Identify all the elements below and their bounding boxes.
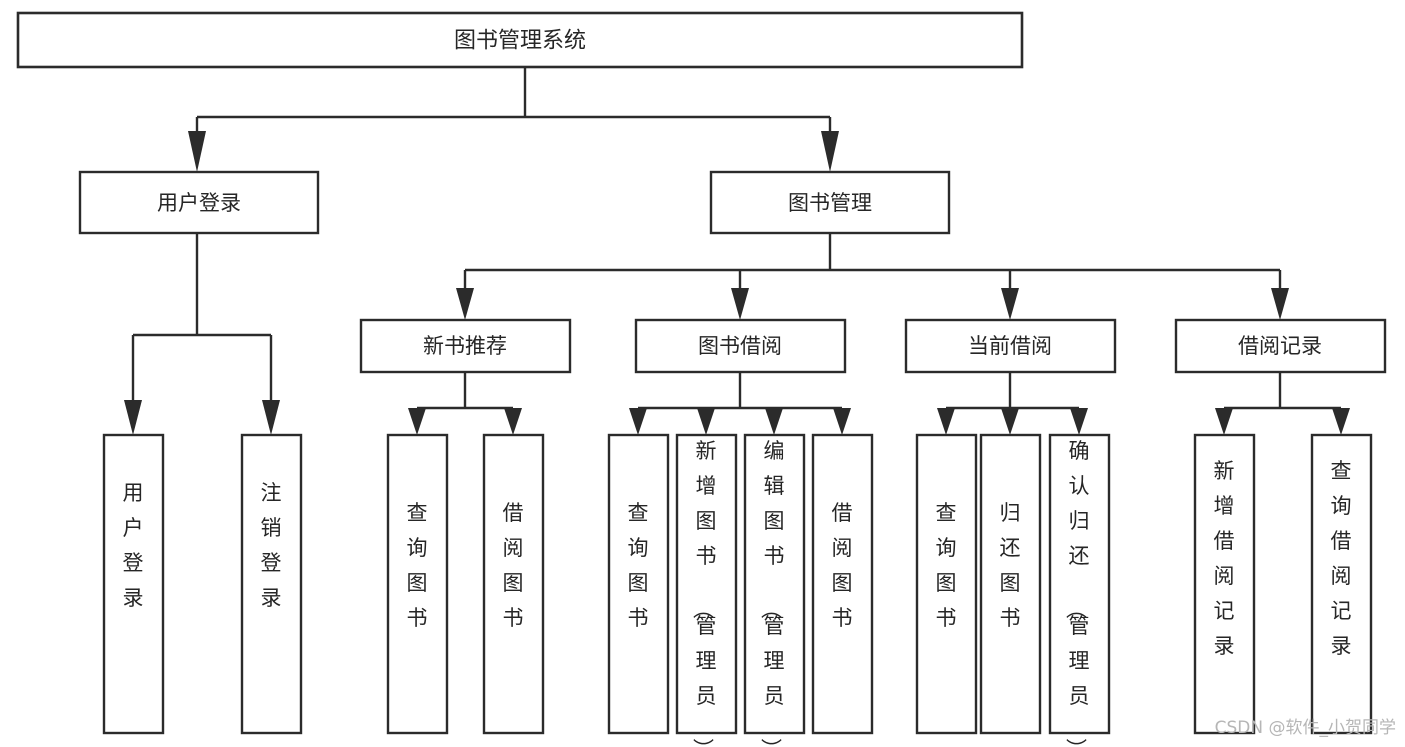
leaf-current-confirm-label: 确认归还（管理员） <box>1064 439 1090 747</box>
node-root-label: 图书管理系统 <box>454 29 586 54</box>
node-user-login-box[interactable] <box>78 170 320 235</box>
leaf-node[interactable]: 借阅图书 <box>482 433 545 735</box>
leaf-user-login-box[interactable] <box>102 433 165 735</box>
arrowhead-recommend-leaf-2 <box>504 408 522 435</box>
leaf-node[interactable]: 归还图书 <box>979 433 1042 735</box>
node-new-book-recommend[interactable]: 新书推荐 <box>359 318 572 374</box>
leaf-node[interactable]: 用户登录 <box>102 433 165 735</box>
leaf-node[interactable]: 确认归还（管理员） <box>1048 433 1111 747</box>
leaf-recommend-borrow-box[interactable] <box>482 433 545 735</box>
leaf-recommend-query-box[interactable] <box>386 433 449 735</box>
node-new-book-recommend-box[interactable] <box>359 318 572 374</box>
leaf-logout-box[interactable] <box>240 433 303 735</box>
arrowhead-book-manage <box>821 131 839 172</box>
arrowhead-user-login <box>188 131 206 172</box>
arrowhead-borrow-leaf-2 <box>697 408 715 435</box>
node-book-manage[interactable]: 图书管理 <box>709 170 951 235</box>
leaf-record-query-box[interactable] <box>1310 433 1373 735</box>
leaf-node[interactable]: 查询图书 <box>607 433 670 735</box>
node-root[interactable]: 图书管理系统 <box>16 11 1024 69</box>
leaf-borrow-lend-label: 借阅图书 <box>832 501 853 630</box>
leaf-current-return-label: 归还图书 <box>1000 501 1021 630</box>
node-current-borrow-box[interactable] <box>904 318 1117 374</box>
arrowhead-book-borrow <box>731 288 749 320</box>
arrowhead-borrow-leaf-4 <box>833 408 851 435</box>
arrowhead-current-borrow <box>1001 288 1019 320</box>
leaf-borrow-query-box[interactable] <box>607 433 670 735</box>
node-current-borrow-label: 当前借阅 <box>968 334 1052 358</box>
node-book-manage-label: 图书管理 <box>788 191 872 215</box>
node-root-box[interactable] <box>16 11 1024 69</box>
arrowhead-new-book-recommend <box>456 288 474 320</box>
node-book-borrow-label: 图书借阅 <box>698 334 782 358</box>
node-borrow-record-label: 借阅记录 <box>1238 334 1322 358</box>
node-book-borrow[interactable]: 图书借阅 <box>634 318 847 374</box>
leaf-current-query-label: 查询图书 <box>936 501 957 630</box>
node-borrow-record-box[interactable] <box>1174 318 1387 374</box>
leaf-node[interactable]: 查询借阅记录 <box>1310 433 1373 735</box>
arrowhead-current-leaf-1 <box>937 408 955 435</box>
leaf-borrow-query-label: 查询图书 <box>628 501 649 630</box>
connector-layer <box>124 67 1350 435</box>
leaf-record-add-label: 新增借阅记录 <box>1214 459 1235 658</box>
node-user-login[interactable]: 用户登录 <box>78 170 320 235</box>
arrowhead-current-leaf-2 <box>1001 408 1019 435</box>
arrowhead-record-leaf-1 <box>1215 408 1233 435</box>
arrowhead-borrow-leaf-3 <box>765 408 783 435</box>
leaf-borrow-add-label: 新增图书（管理员） <box>691 439 717 747</box>
watermark-text: CSDN @软件_小贺同学 <box>1215 718 1396 738</box>
leaf-current-return-box[interactable] <box>979 433 1042 735</box>
node-current-borrow[interactable]: 当前借阅 <box>904 318 1117 374</box>
node-book-manage-box[interactable] <box>709 170 951 235</box>
leaf-borrow-edit-box[interactable] <box>743 433 806 735</box>
leaf-borrow-edit-label: 编辑图书（管理员） <box>759 439 785 747</box>
leaf-user-login-label: 用户登录 <box>123 481 144 610</box>
leaf-node[interactable]: 注销登录 <box>240 433 303 735</box>
leaf-node[interactable]: 新增图书（管理员） <box>675 433 738 747</box>
arrowhead-record-leaf-2 <box>1332 408 1350 435</box>
node-new-book-recommend-label: 新书推荐 <box>423 334 507 358</box>
leaf-node[interactable]: 借阅图书 <box>811 433 874 735</box>
arrowhead-current-leaf-3 <box>1070 408 1088 435</box>
leaf-node[interactable]: 查询图书 <box>915 433 978 735</box>
leaf-borrow-lend-box[interactable] <box>811 433 874 735</box>
leaf-node[interactable]: 编辑图书（管理员） <box>743 433 806 747</box>
leaf-record-query-label: 查询借阅记录 <box>1331 459 1352 658</box>
node-book-borrow-box[interactable] <box>634 318 847 374</box>
node-borrow-record[interactable]: 借阅记录 <box>1174 318 1387 374</box>
arrowhead-leaf-logout <box>262 400 280 435</box>
leaf-current-confirm-box[interactable] <box>1048 433 1111 735</box>
leaf-recommend-borrow-label: 借阅图书 <box>503 501 524 630</box>
leaf-current-query-box[interactable] <box>915 433 978 735</box>
arrowhead-borrow-leaf-1 <box>629 408 647 435</box>
leaf-logout-label: 注销登录 <box>261 481 282 610</box>
arrowhead-recommend-leaf-1 <box>408 408 426 435</box>
arrowhead-borrow-record <box>1271 288 1289 320</box>
leaf-node[interactable]: 查询图书 <box>386 433 449 735</box>
leaf-node[interactable]: 新增借阅记录 <box>1193 433 1256 735</box>
leaf-recommend-query-label: 查询图书 <box>407 501 428 630</box>
leaf-borrow-add-box[interactable] <box>675 433 738 735</box>
leaf-record-add-box[interactable] <box>1193 433 1256 735</box>
node-user-login-label: 用户登录 <box>157 191 241 215</box>
arrowhead-leaf-user-login <box>124 400 142 435</box>
